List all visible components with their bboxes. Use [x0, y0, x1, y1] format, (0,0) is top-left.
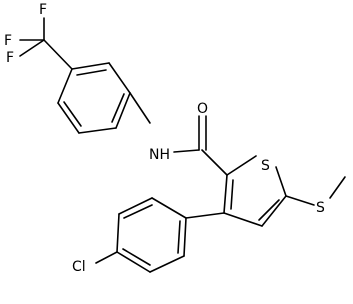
thiophene-bond-c5-c4	[261, 195, 287, 227]
ring2-bond-1	[151, 197, 187, 219]
fluorine-label-lower: F	[6, 50, 14, 66]
thiophene-ring	[223, 155, 287, 227]
ring2-bond-6	[183, 217, 187, 257]
thiophene-bond-c3-c2	[223, 174, 228, 214]
ring1-bond-5	[57, 102, 80, 134]
ring1-bond-6	[57, 68, 73, 104]
ring2-double-2	[122, 248, 151, 266]
ring1-double-1	[76, 69, 107, 76]
bond-cf3-aryl	[43, 39, 73, 70]
bond-carbonyl-thiophene	[201, 149, 228, 176]
chlorine-label: Cl	[72, 259, 86, 275]
amide-linkage	[129, 92, 228, 176]
ring1-double-2	[111, 93, 125, 123]
bond-s-methyl	[329, 176, 346, 199]
methylthio-group	[285, 176, 346, 206]
ring1-bond-4	[78, 127, 117, 134]
amide-nh-label: NH	[149, 147, 170, 163]
bond-aryl-n	[129, 92, 151, 124]
ring1-double-3	[63, 101, 82, 127]
ring2-double-1	[123, 204, 153, 219]
fluorine-label-top: F	[39, 2, 47, 18]
bond-n-carbonyl	[173, 149, 200, 153]
thiophene-bond-c4-c3	[223, 212, 263, 227]
bond-c-f-lower	[19, 39, 45, 57]
ring2-double-3	[177, 220, 181, 254]
ring1-bond-2	[108, 62, 131, 94]
ring2-bond-5	[149, 255, 185, 273]
bond-thiophene-aryl	[185, 212, 225, 219]
ring2-bond-4	[116, 251, 151, 273]
thiophene-double-c2-c3	[230, 179, 234, 210]
trifluoromethyl-group	[19, 17, 73, 70]
oxygen-label: O	[197, 101, 208, 117]
trifluoromethylphenyl-ring	[57, 62, 131, 134]
ring1-bond-1	[71, 62, 110, 70]
chlorophenyl-ring	[95, 197, 225, 273]
fluorine-label-left: F	[4, 33, 12, 49]
ring1-bond-3	[115, 92, 131, 129]
thiophene-bond-s-c5	[275, 166, 287, 197]
bond-aryl-cl	[95, 251, 118, 264]
ring2-bond-3	[116, 213, 120, 253]
thioether-sulfur-label: S	[316, 200, 325, 216]
thiophene-sulfur-label: S	[261, 158, 270, 174]
thiophene-bond-c2-s	[226, 155, 257, 176]
bond-c5-s	[285, 195, 315, 206]
thiophene-double-c4-c5	[258, 199, 280, 221]
ring2-bond-2	[118, 197, 153, 215]
